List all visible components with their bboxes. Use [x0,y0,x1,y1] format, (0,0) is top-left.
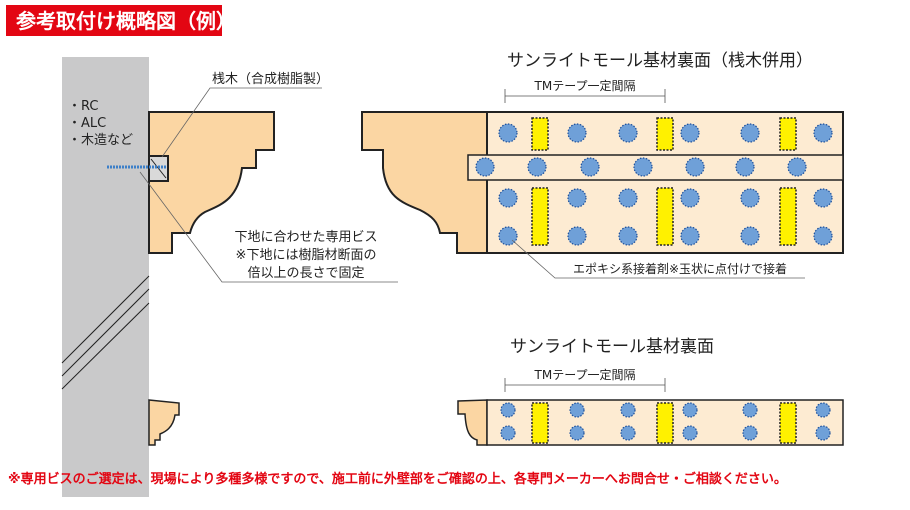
adhesive-dot [500,402,516,418]
adhesive-dot [527,157,547,177]
adhesive-dots-bottom [500,402,831,444]
adhesive-dot [680,226,700,246]
wall-break-lines [61,275,150,390]
footer-note: ※専用ビスのご選定は、現場により多種多様ですので、施工前に外壁部をご確認の上、各… [8,471,787,487]
screw-note-3: 倍以上の長さで固定 [247,266,364,281]
tape-dimension-top [504,89,666,103]
adhesive-dot [680,123,700,143]
adhesive-dot [740,226,760,246]
adhesive-dot [813,226,833,246]
adhesive-dot [498,123,518,143]
substrate-rc: ・RC [68,99,98,114]
adhesive-dot [633,157,653,177]
adhesive-dot [742,402,758,418]
wall [62,57,149,497]
tm-tape [531,117,549,151]
batten-strip [467,154,844,181]
page-title: 参考取付け概略図（例） [16,9,236,33]
molding-small-left [148,399,180,446]
adhesive-leader [511,239,805,279]
adhesive-dot [618,188,638,208]
adhesive-dot [680,188,700,208]
adhesive-dot [813,123,833,143]
adhesive-dot [740,123,760,143]
tm-tape [656,402,674,444]
screw-note-1: 下地に合わせた専用ビス [234,230,377,245]
adhesive-dot [618,123,638,143]
adhesive-dot [580,157,600,177]
batten-leader [161,87,322,158]
substrate-alc: ・ALC [68,116,106,131]
batten-label: 桟木（合成樹脂製） [212,72,329,87]
tape-dimension-bottom [504,378,666,392]
molding-profile-right [361,111,488,254]
substrate-wood: ・木造など [68,133,133,148]
adhesive-label: エポキシ系接着剤※玉状に点付けで接着 [573,261,787,276]
adhesive-dot [569,425,585,441]
adhesive-dot [815,425,831,441]
screw-leader [139,171,398,283]
title-banner [6,5,222,36]
adhesive-dot [500,425,516,441]
adhesive-dot [682,402,698,418]
top-right-title: サンライトモール基材裏面（桟木併用） [507,50,813,71]
adhesive-dot [567,188,587,208]
tm-tape [656,187,674,246]
molding-profile-left [148,111,275,254]
adhesive-dot [735,157,755,177]
tm-tape [531,187,549,246]
adhesive-dot [813,188,833,208]
adhesive-dot [620,425,636,441]
adhesive-dot [685,157,705,177]
adhesive-dot [682,425,698,441]
adhesive-dot [567,226,587,246]
tape-label-top: TMテープ一定間隔 [534,78,636,93]
adhesive-dot [742,425,758,441]
adhesive-dot [815,402,831,418]
adhesive-dot [567,123,587,143]
tm-tape [779,402,797,444]
adhesive-dot [787,157,807,177]
adhesive-dot [498,188,518,208]
adhesive-dot [618,226,638,246]
adhesive-dot [569,402,585,418]
adhesive-dot [740,188,760,208]
adhesive-dots-top [475,117,833,246]
adhesive-dot [475,157,495,177]
tm-tape [656,117,674,151]
molding-small-right [457,399,488,446]
adhesive-dot [620,402,636,418]
tm-tape [531,402,549,444]
screw-note-2: ※下地には樹脂材断面の [236,248,377,263]
tm-tape [779,187,797,246]
bottom-right-title: サンライトモール基材裏面 [510,336,714,357]
tm-tape [779,117,797,151]
tape-label-bottom: TMテープ一定間隔 [534,367,636,382]
